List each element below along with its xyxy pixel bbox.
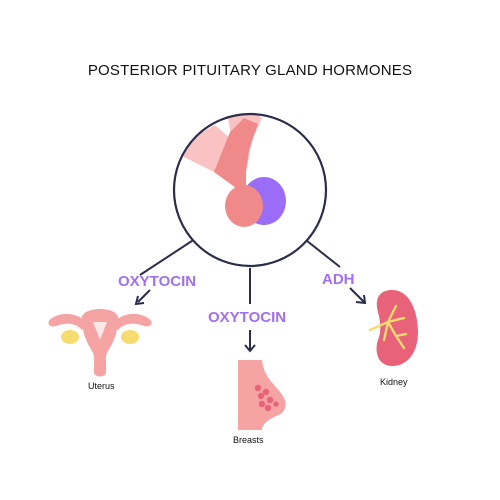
arrow-head-right — [355, 294, 367, 305]
arrow-head-left — [134, 295, 145, 306]
connector-left — [139, 236, 199, 276]
hormone-label-adh: ADH — [322, 271, 355, 288]
hormone-label-oxytocin-middle: OXYTOCIN — [208, 309, 287, 326]
organ-label-breasts: Breasts — [233, 435, 264, 445]
connector-right — [301, 236, 341, 268]
arrow-shaft-right — [349, 287, 365, 303]
hormone-label-oxytocin-left: OXYTOCIN — [118, 273, 197, 290]
arrow-head-middle — [244, 344, 256, 353]
kidney-icon — [368, 290, 418, 366]
diagram-title: POSTERIOR PITUITARY GLAND HORMONES — [87, 62, 413, 79]
connectors — [134, 236, 367, 353]
organ-label-kidney: Kidney — [380, 377, 408, 387]
pituitary-gland-icon — [172, 112, 328, 268]
arrow-shaft-left — [137, 289, 151, 303]
organ-label-uterus: Uterus — [88, 381, 115, 391]
breast-icon — [238, 360, 286, 430]
uterus-icon — [48, 309, 152, 377]
